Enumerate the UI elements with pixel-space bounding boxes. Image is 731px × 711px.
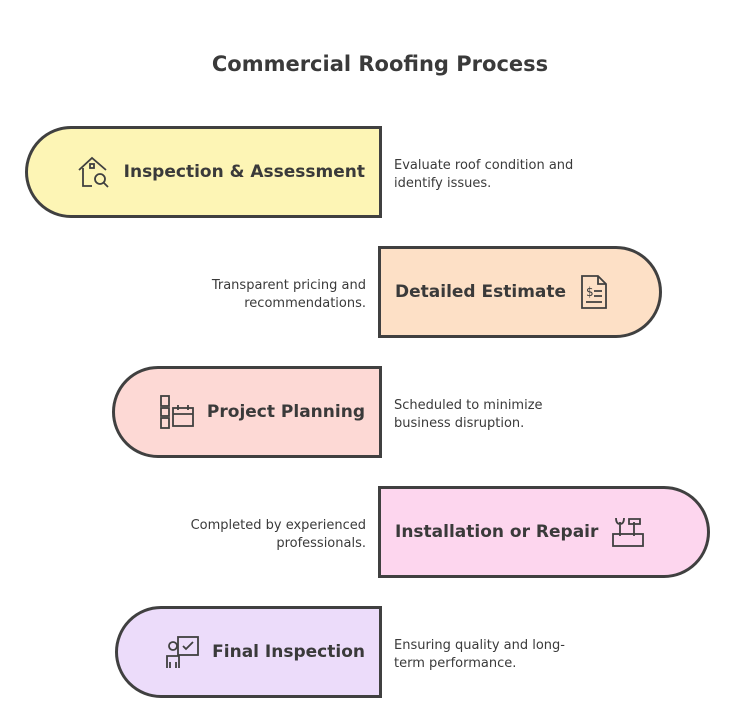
calendar-plan-icon: [159, 394, 195, 430]
step-label: Final Inspection: [212, 642, 365, 662]
step-installation: Installation or Repair: [378, 486, 710, 578]
step-label: Detailed Estimate: [395, 282, 567, 302]
step-label: Installation or Repair: [395, 522, 599, 542]
inspector-icon: [164, 634, 200, 670]
step-label: Inspection & Assessment: [123, 162, 365, 182]
step-description: Scheduled to minimize business disruptio…: [394, 398, 543, 431]
step-final-inspection: Final Inspection: [115, 606, 382, 698]
step-description: Transparent pricing and recommendations.: [211, 278, 366, 311]
step-description: Ensuring quality and long-term performan…: [394, 638, 565, 671]
step-description: Evaluate roof condition and identify iss…: [394, 158, 574, 191]
step-label: Project Planning: [206, 402, 365, 422]
svg-text:$: $: [586, 285, 594, 299]
step-estimate: Detailed Estimate $: [378, 246, 662, 338]
step-description: Completed by experienced professionals.: [190, 518, 366, 551]
invoice-dollar-icon: $: [578, 274, 610, 310]
diagram-title: Commercial Roofing Process: [211, 52, 549, 76]
step-planning: Project Planning: [112, 366, 382, 458]
step-inspection: Inspection & Assessment: [25, 126, 382, 218]
toolbox-icon: [610, 514, 646, 550]
house-search-icon: [76, 154, 112, 190]
